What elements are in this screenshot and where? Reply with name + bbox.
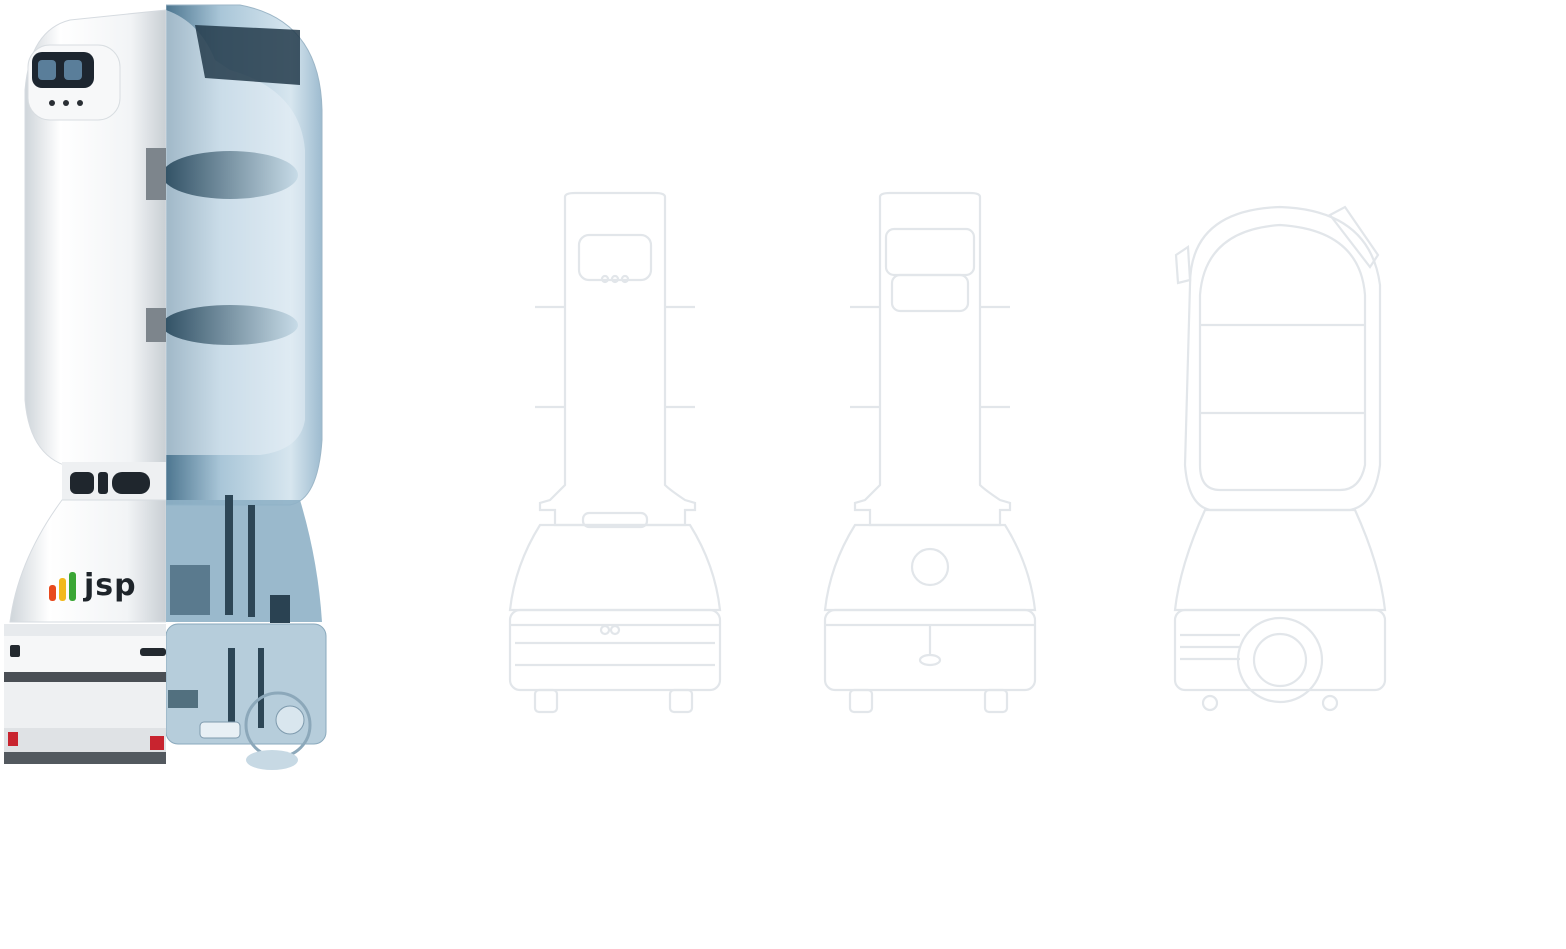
brand-logo-text: jsp (84, 568, 137, 603)
robot-outline-side (1173, 205, 1387, 712)
robot-solid-half (4, 9, 166, 764)
robot-cutaway-image (4, 4, 327, 770)
robot-xray-half (166, 4, 327, 770)
robot-outline-front (508, 191, 722, 714)
robot-outline-back (823, 191, 1037, 714)
